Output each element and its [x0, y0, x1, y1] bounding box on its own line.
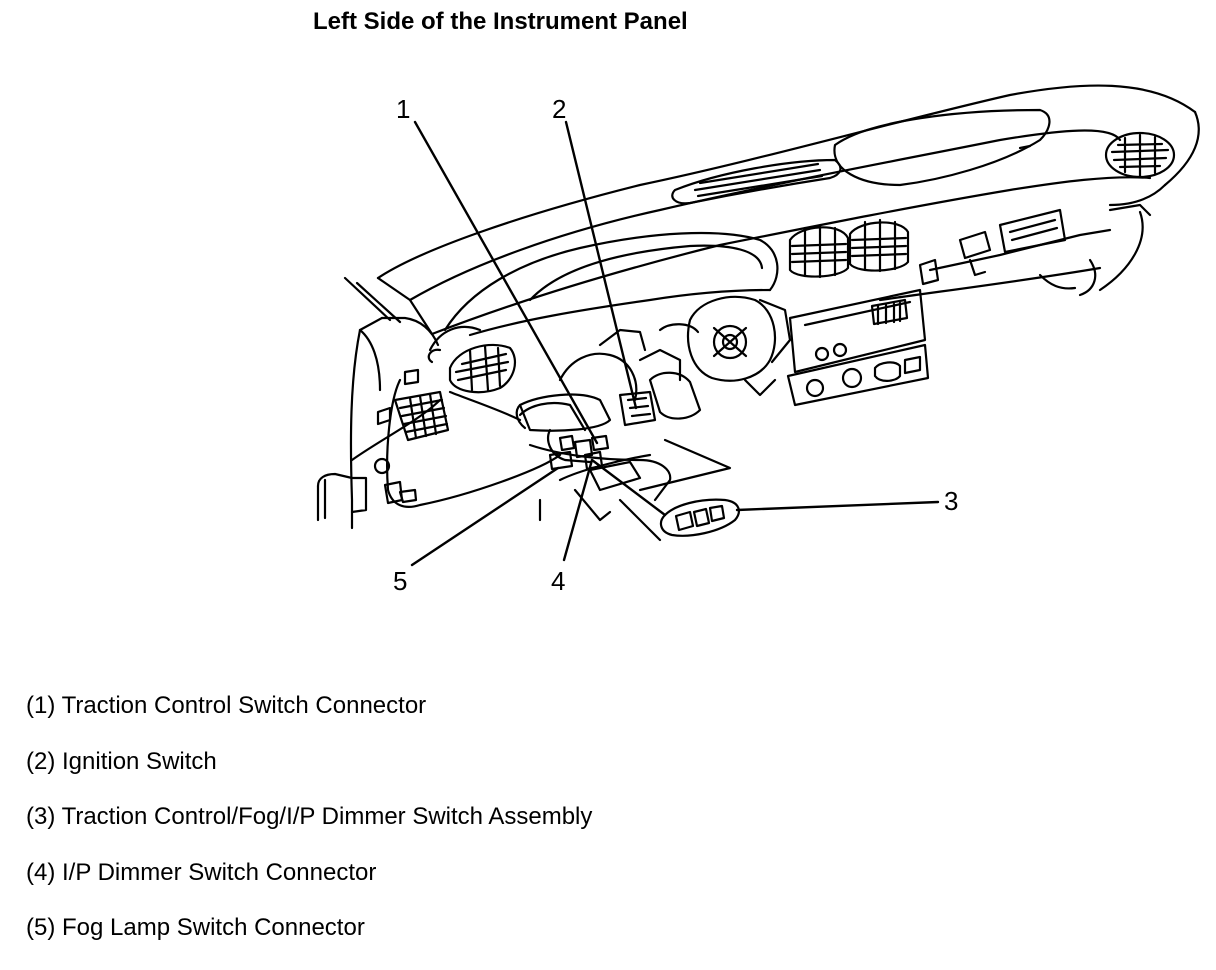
leader-line-2	[564, 120, 638, 410]
legend-item-4: (4) I/P Dimmer Switch Connector	[26, 858, 377, 886]
callout-3: 3	[944, 486, 958, 516]
cluster-housing	[686, 295, 792, 397]
center-vents	[788, 218, 910, 279]
legend-item-1: (1) Traction Control Switch Connector	[26, 692, 427, 719]
leader-line-1	[413, 120, 599, 445]
instrument-panel-diagram: 1 2 3 4 5	[316, 84, 1200, 596]
wiring-harness	[518, 401, 610, 471]
legend-item-5: (5) Fog Lamp Switch Connector	[26, 914, 365, 941]
defroster-grille	[671, 158, 842, 205]
leader-line-5	[410, 466, 560, 567]
callout-1: 1	[396, 94, 410, 124]
page-title: Left Side of the Instrument Panel	[313, 8, 688, 35]
leader-line-3	[735, 500, 940, 512]
right-outer-vent	[1104, 131, 1176, 179]
knee-bolster	[528, 438, 732, 542]
left-side-structure	[316, 276, 440, 530]
instrument-panel-illustration: 1 2 3 4 5	[316, 84, 1200, 596]
left-lower-panel	[350, 325, 562, 508]
passenger-lower-structure	[878, 203, 1152, 302]
passenger-panel	[833, 108, 1051, 187]
leader-lines	[410, 120, 940, 567]
dashboard-top	[376, 84, 1200, 336]
instrument-cluster-hood	[443, 231, 779, 337]
callout-2: 2	[552, 94, 566, 124]
legend-item-2: (2) Ignition Switch	[26, 747, 217, 775]
leader-line-3b	[590, 458, 667, 517]
left-vent	[427, 343, 517, 394]
legend-item-3: (3) Traction Control/Fog/I/P Dimmer Swit…	[26, 803, 593, 830]
center-stack	[786, 288, 930, 407]
steering-column	[515, 323, 702, 432]
callout-4: 4	[551, 566, 565, 596]
callout-5: 5	[393, 566, 407, 596]
legend-list: (1) Traction Control Switch Connector (2…	[26, 692, 592, 970]
leader-line-4	[562, 458, 594, 562]
callout-numbers: 1 2 3 4 5	[393, 94, 958, 596]
switch-assembly-drawing	[659, 498, 740, 537]
